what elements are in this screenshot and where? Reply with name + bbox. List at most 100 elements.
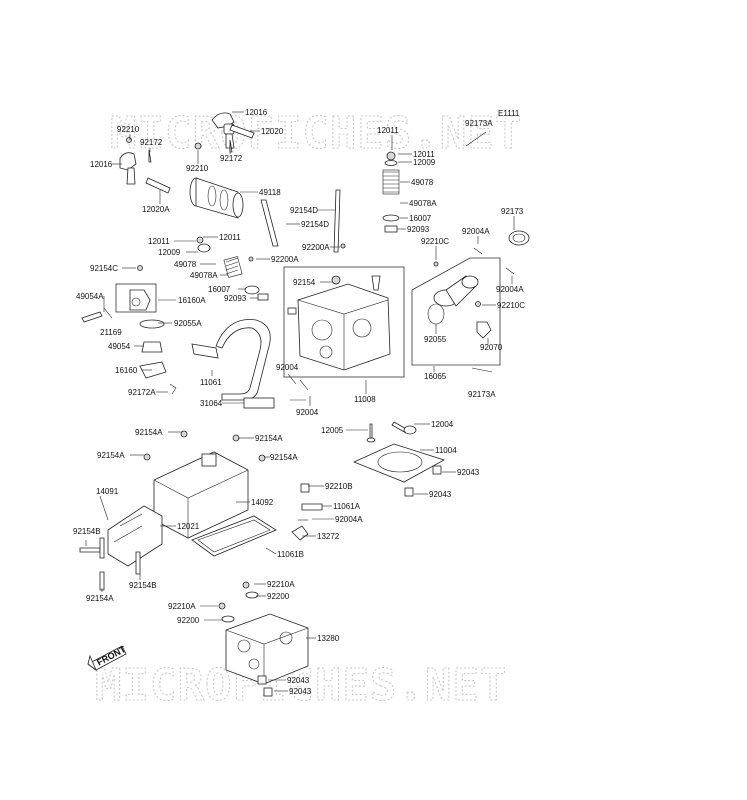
label-92173: 92173 bbox=[501, 207, 524, 216]
leader-lines bbox=[85, 111, 515, 692]
intake-clamp bbox=[433, 131, 530, 373]
rocker-arm-left bbox=[119, 152, 137, 185]
label-49078: 49078 bbox=[174, 260, 197, 269]
label-92093: 92093 bbox=[224, 294, 247, 303]
label-12011: 12011 bbox=[148, 237, 170, 246]
label-12009: 12009 bbox=[413, 158, 436, 167]
label-14092: 14092 bbox=[251, 498, 274, 507]
label-92200: 92200 bbox=[177, 616, 200, 625]
label-92210B: 92210B bbox=[325, 482, 353, 491]
label-12009: 12009 bbox=[158, 248, 181, 257]
label-13272: 13272 bbox=[317, 532, 340, 541]
label-11061B: 11061B bbox=[277, 550, 304, 559]
label-92210C: 92210C bbox=[497, 301, 525, 310]
label-11008: 11008 bbox=[354, 395, 376, 404]
rocker-shaft-upper bbox=[229, 124, 255, 139]
label-14091: 14091 bbox=[96, 487, 119, 496]
label-92200A: 92200A bbox=[302, 243, 330, 252]
label-11004: 11004 bbox=[435, 446, 457, 455]
label-92154A: 92154A bbox=[86, 594, 114, 603]
label-12004: 12004 bbox=[431, 420, 454, 429]
label-12016: 12016 bbox=[90, 160, 113, 169]
label-92173A: 92173A bbox=[468, 390, 496, 399]
label-92200A: 92200A bbox=[271, 255, 299, 264]
label-92070: 92070 bbox=[480, 343, 503, 352]
valve-spring-lower bbox=[196, 236, 269, 301]
label-12011: 12011 bbox=[377, 126, 399, 135]
label-92172: 92172 bbox=[220, 154, 243, 163]
label-92154A: 92154A bbox=[270, 453, 298, 462]
thermostat-housing bbox=[81, 265, 177, 395]
label-92154: 92154 bbox=[293, 278, 316, 287]
label-49078A: 49078A bbox=[190, 271, 218, 280]
label-92004A: 92004A bbox=[335, 515, 363, 524]
label-21169: 21169 bbox=[100, 328, 122, 337]
label-92173A: 92173A bbox=[465, 119, 493, 128]
label-16007: 16007 bbox=[409, 214, 432, 223]
rocker-shaft-left bbox=[145, 177, 171, 194]
valve-cover bbox=[143, 430, 266, 539]
valve-cover-gasket bbox=[191, 515, 277, 557]
label-12011: 12011 bbox=[413, 150, 435, 159]
brackets-center bbox=[290, 379, 323, 541]
label-12020A: 12020A bbox=[142, 205, 170, 214]
label-12016: 12016 bbox=[245, 108, 268, 117]
cylinder-head bbox=[287, 275, 391, 371]
label-12011: 12011 bbox=[219, 233, 241, 242]
label-12005: 12005 bbox=[321, 426, 344, 435]
label-49118: 49118 bbox=[259, 188, 281, 197]
ref-code: E1111 bbox=[498, 109, 520, 118]
label-49078A: 49078A bbox=[409, 199, 437, 208]
cylinder-head-frame bbox=[283, 266, 405, 378]
label-92154B: 92154B bbox=[73, 527, 101, 536]
label-92210: 92210 bbox=[117, 125, 140, 134]
label-92004: 92004 bbox=[296, 408, 319, 417]
label-92210C: 92210C bbox=[421, 237, 449, 246]
label-92154C: 92154C bbox=[90, 264, 118, 273]
label-92055A: 92055A bbox=[174, 319, 202, 328]
valve bbox=[366, 421, 417, 443]
rocker-arm-upper bbox=[211, 112, 235, 149]
camshaft bbox=[189, 177, 244, 219]
label-92210A: 92210A bbox=[168, 602, 196, 611]
label-12020: 12020 bbox=[261, 127, 284, 136]
label-16160A: 16160A bbox=[178, 296, 206, 305]
label-16007: 16007 bbox=[208, 285, 231, 294]
label-92043: 92043 bbox=[457, 468, 480, 477]
watermark-top: MICROFICHES.NET bbox=[110, 108, 522, 159]
push-rods bbox=[248, 189, 346, 262]
label-92154A: 92154A bbox=[255, 434, 283, 443]
label-92200: 92200 bbox=[267, 592, 290, 601]
label-92172A: 92172A bbox=[128, 388, 156, 397]
label-92210: 92210 bbox=[186, 164, 209, 173]
label-92154B: 92154B bbox=[129, 581, 157, 590]
label-31064: 31064 bbox=[200, 399, 223, 408]
label-16065: 16065 bbox=[424, 372, 447, 381]
label-92004A: 92004A bbox=[462, 227, 490, 236]
side-cover bbox=[79, 505, 163, 591]
label-92004A: 92004A bbox=[496, 285, 524, 294]
label-92043: 92043 bbox=[287, 676, 310, 685]
water-pipe bbox=[191, 319, 275, 409]
label-11061A: 11061A bbox=[333, 502, 361, 511]
label-92055: 92055 bbox=[424, 335, 447, 344]
label-92043: 92043 bbox=[289, 687, 312, 696]
label-92154D: 92154D bbox=[301, 220, 329, 229]
label-92043: 92043 bbox=[429, 490, 452, 499]
label-92154A: 92154A bbox=[135, 428, 163, 437]
label-49054A: 49054A bbox=[76, 292, 104, 301]
label-49078: 49078 bbox=[411, 178, 434, 187]
head-gasket bbox=[352, 443, 446, 497]
label-92210A: 92210A bbox=[267, 580, 295, 589]
label-92154D: 92154D bbox=[290, 206, 318, 215]
label-16160: 16160 bbox=[115, 366, 138, 375]
valve-spring-upper bbox=[382, 151, 400, 233]
label-13280: 13280 bbox=[317, 634, 340, 643]
label-92093: 92093 bbox=[407, 225, 430, 234]
intake-pipe bbox=[427, 275, 492, 339]
intake-frame bbox=[411, 257, 501, 366]
label-92004: 92004 bbox=[276, 363, 299, 372]
part-labels: 12016 92210 12020 92172 12016 92172 9221… bbox=[73, 108, 525, 696]
lower-block bbox=[218, 581, 309, 697]
